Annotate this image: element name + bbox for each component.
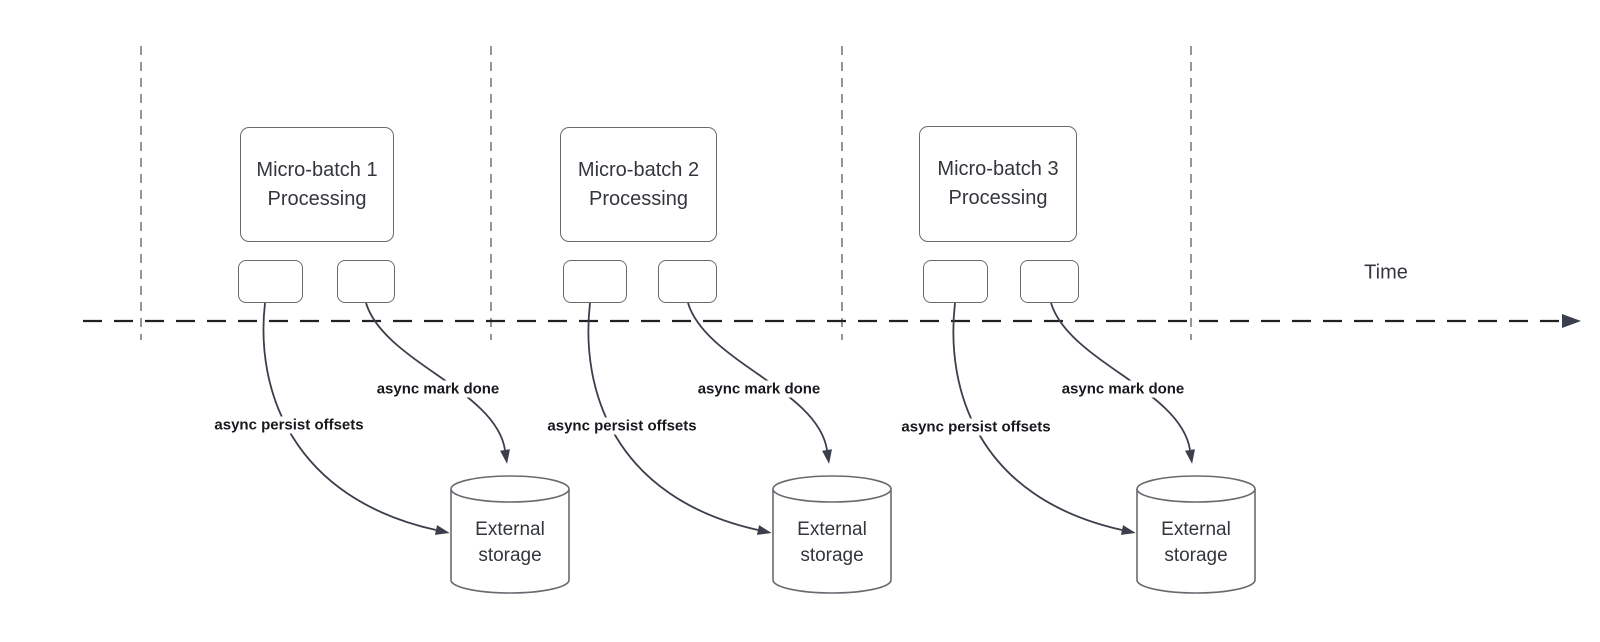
persist-offsets-label-2: async persist offsets bbox=[544, 417, 700, 435]
persist-offsets-arrow-1 bbox=[262, 302, 450, 535]
mark-done-arrow-2 bbox=[687, 302, 832, 464]
mark-done-box-2 bbox=[658, 260, 717, 303]
offset-commit-box-1 bbox=[238, 260, 303, 303]
mark-done-box-1 bbox=[337, 260, 395, 303]
micro-batch-3-processing-box: Micro-batch 3 Processing bbox=[919, 126, 1077, 242]
external-storage-cylinder-2 bbox=[772, 475, 892, 594]
mark-done-box-3 bbox=[1020, 260, 1079, 303]
offset-commit-box-3 bbox=[923, 260, 988, 303]
mark-done-label-2: async mark done bbox=[694, 380, 824, 398]
persist-offsets-arrow-3 bbox=[952, 302, 1136, 535]
mark-done-label-1: async mark done bbox=[373, 380, 503, 398]
external-storage-label-1: External storage bbox=[475, 519, 545, 566]
external-storage-label-3: External storage bbox=[1161, 519, 1231, 566]
mark-done-arrow-1 bbox=[365, 302, 510, 464]
micro-batch-2-processing-box: Micro-batch 2 Processing bbox=[560, 127, 717, 242]
micro-batch-1-title-line1: Micro-batch 1 bbox=[256, 158, 378, 181]
micro-batch-2-title-line2: Processing bbox=[589, 187, 688, 210]
external-storage-cylinder-3 bbox=[1136, 475, 1256, 594]
time-axis-label: Time bbox=[1364, 261, 1408, 284]
external-storage-cylinder-1 bbox=[450, 475, 570, 594]
external-storage-label-2: External storage bbox=[797, 519, 867, 566]
persist-offsets-label-1: async persist offsets bbox=[211, 416, 367, 434]
persist-offsets-label-3: async persist offsets bbox=[898, 418, 1054, 436]
persist-offsets-arrow-2 bbox=[587, 302, 772, 535]
micro-batch-1-title-line2: Processing bbox=[267, 187, 367, 210]
micro-batch-1-processing-box: Micro-batch 1 Processing bbox=[240, 127, 394, 242]
mark-done-arrow-3 bbox=[1050, 302, 1195, 464]
micro-batch-2-title-line1: Micro-batch 2 bbox=[577, 158, 700, 181]
micro-batch-3-title-line2: Processing bbox=[948, 187, 1048, 209]
micro-batch-3-title-line1: Micro-batch 3 bbox=[937, 158, 1059, 180]
mark-done-label-3: async mark done bbox=[1058, 380, 1188, 398]
time-axis-arrowhead-icon bbox=[1562, 314, 1581, 328]
offset-commit-box-2 bbox=[563, 260, 627, 303]
